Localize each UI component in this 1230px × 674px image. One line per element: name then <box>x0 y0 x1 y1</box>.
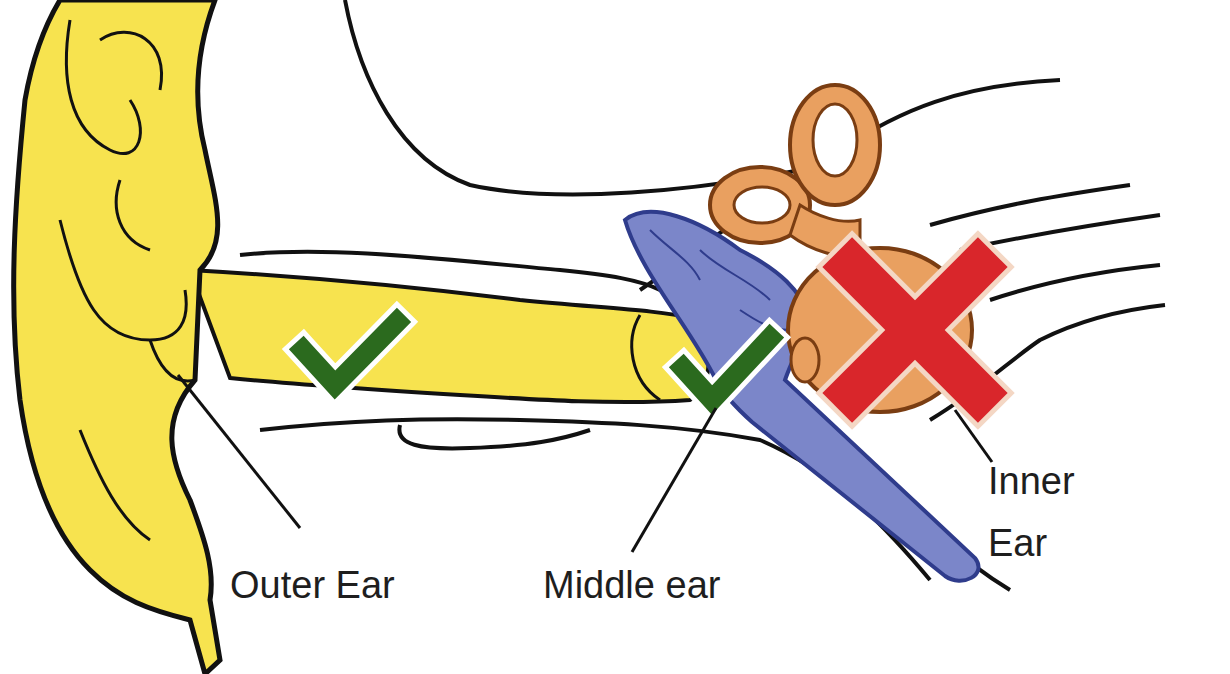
pinna-fold <box>80 430 150 540</box>
ossicle-detail <box>700 250 770 300</box>
ossicle-detail <box>650 230 700 280</box>
pinna-fold <box>60 220 186 340</box>
part-label: Outer Ear <box>230 554 430 616</box>
ear-canal <box>190 270 709 402</box>
check-mark <box>683 338 770 400</box>
head-outline <box>930 185 1130 225</box>
semicircular-canals <box>710 85 880 256</box>
leader-line <box>955 410 992 462</box>
cross-outline <box>815 230 1014 429</box>
pinna-fold <box>116 180 150 250</box>
canal-hole <box>734 187 790 223</box>
cross-outline <box>815 230 1014 429</box>
check-marks <box>303 322 770 400</box>
check-outline <box>303 322 397 385</box>
pinna-fold <box>66 20 140 154</box>
pinna-folds <box>60 20 195 540</box>
middle-ear <box>625 212 979 581</box>
canal-wall <box>399 425 590 448</box>
part-label: Inner Ear <box>988 450 1108 574</box>
part-label: Middle ear <box>543 554 763 616</box>
eardrum-line <box>632 315 660 400</box>
canal-hole <box>813 104 857 176</box>
pinna-fold <box>150 340 195 381</box>
cross-mark <box>752 167 1077 492</box>
leader-line <box>178 375 300 528</box>
canal-loop <box>790 85 880 205</box>
ossicle-detail <box>650 230 790 330</box>
pinna-fold <box>100 32 162 90</box>
cross-bar <box>822 237 1007 422</box>
oval-window <box>791 338 819 382</box>
cross-bar <box>822 237 1007 422</box>
check-mark <box>303 322 397 385</box>
leader-lines <box>178 375 992 552</box>
pinna <box>14 0 220 674</box>
leader-line <box>632 408 716 552</box>
head-outline <box>345 0 800 194</box>
check-outline <box>683 338 770 400</box>
head-outline <box>990 265 1160 300</box>
